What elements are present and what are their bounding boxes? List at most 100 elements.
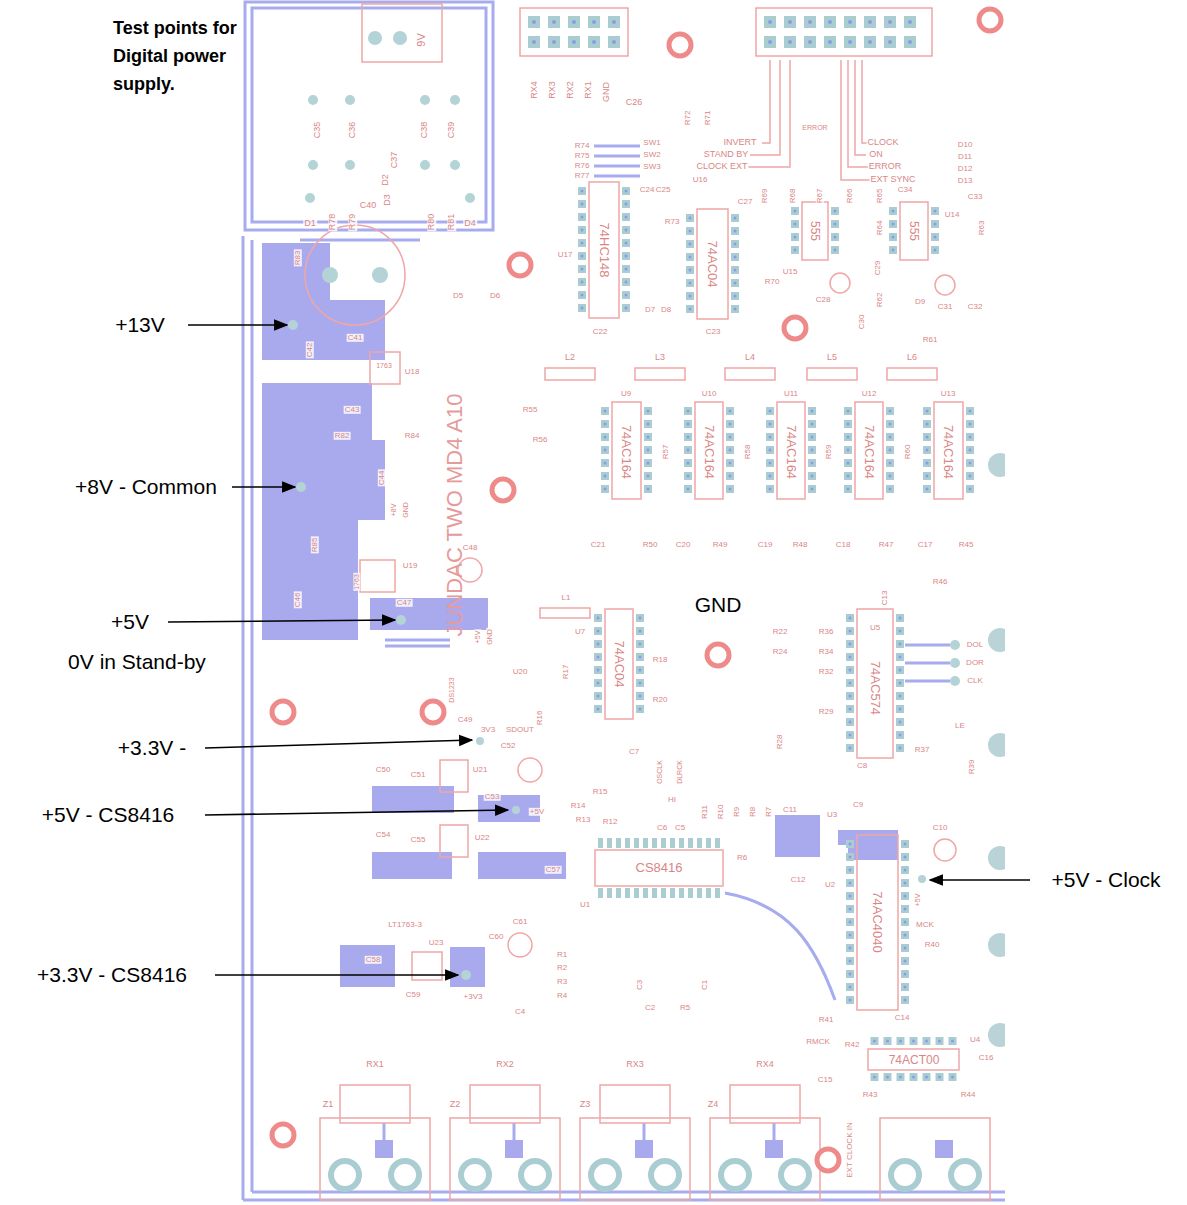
silkscreen-label: R47	[878, 541, 895, 549]
silkscreen-label: C10	[932, 824, 949, 832]
silkscreen	[830, 273, 850, 293]
ic-pads	[621, 185, 631, 315]
silkscreen-label: R64	[876, 220, 884, 237]
ic-pads	[845, 612, 855, 755]
silkscreen	[900, 202, 928, 260]
silkscreen-label: R7	[765, 806, 773, 818]
silkscreen-label: C17	[917, 541, 934, 549]
silkscreen-label: R84	[404, 432, 421, 440]
silkscreen-label: OSCLK	[656, 759, 663, 785]
silkscreen-label: D10	[957, 141, 974, 149]
silkscreen	[807, 368, 857, 380]
silkscreen	[520, 8, 628, 56]
leader-arrow	[168, 325, 1030, 975]
silkscreen	[362, 4, 442, 62]
silkscreen-label: R83	[294, 250, 302, 267]
jack-terminal	[591, 1161, 619, 1189]
ic-pads	[868, 1036, 959, 1046]
edge-hole	[988, 628, 1005, 652]
silkscreen-label: D8	[660, 306, 672, 314]
silkscreen-label: U11	[783, 390, 799, 398]
silkscreen-label: R66	[846, 188, 854, 205]
silkscreen-label: U22	[474, 834, 491, 842]
silkscreen-label: C4	[514, 1008, 526, 1016]
silkscreen-label: R41	[818, 1016, 835, 1024]
silkscreen	[320, 1118, 430, 1200]
silkscreen	[612, 402, 641, 499]
test-pad	[396, 615, 406, 625]
silkscreen-label: R12	[602, 818, 619, 826]
mounting-hole	[422, 701, 444, 723]
silkscreen-label: R77	[574, 172, 591, 180]
copper-trace	[725, 893, 835, 1000]
silkscreen-label: 3V3	[480, 726, 496, 734]
silkscreen-label: 74AC164	[862, 424, 876, 480]
mounting-hole	[272, 1124, 294, 1146]
test-pad	[918, 875, 926, 883]
silkscreen	[802, 202, 828, 260]
silkscreen-label: R18	[652, 656, 669, 664]
test-pad	[308, 160, 318, 170]
silkscreen-label: C55	[410, 836, 427, 844]
leader-arrow	[205, 810, 508, 815]
test-pad	[476, 737, 484, 745]
silkscreen-label: 74AC164	[941, 424, 955, 480]
silkscreen	[848, 60, 869, 167]
leader-arrow	[205, 740, 472, 748]
jack-terminal	[391, 1161, 419, 1189]
callout-label: GND	[693, 593, 744, 617]
jack-terminal	[891, 1161, 919, 1189]
board-name: JUNDAC TWO MD4 A10	[443, 394, 466, 637]
copper-pour	[935, 1140, 953, 1158]
silkscreen-label: 555	[809, 220, 822, 242]
silkscreen-label: C59	[405, 991, 422, 999]
silkscreen-label: L6	[906, 353, 918, 362]
silkscreen-label: C39	[447, 121, 456, 140]
ic-pads	[596, 838, 722, 848]
silkscreen-label: U5	[869, 624, 881, 632]
silkscreen-label: CLOCK EXT	[695, 162, 748, 171]
silkscreen-label: R60	[904, 444, 912, 461]
silkscreen-label: C8	[856, 762, 868, 770]
board-outline	[252, 1191, 1005, 1194]
silkscreen-label: C3	[636, 979, 644, 991]
silkscreen	[887, 368, 937, 380]
silkscreen-label: C50	[375, 766, 392, 774]
silkscreen	[762, 60, 770, 143]
silkscreen-label: +8V	[390, 503, 397, 518]
board-outline	[245, 2, 493, 230]
silkscreen-label: D5	[452, 292, 464, 300]
silkscreen-label: DOR	[965, 659, 985, 667]
silkscreen	[934, 402, 963, 499]
silkscreen-label: U1	[579, 901, 591, 909]
silkscreen-label: R58	[744, 444, 752, 461]
copper-pour	[765, 1140, 783, 1158]
silkscreen-label: R37	[914, 746, 931, 754]
silkscreen-label: C51	[410, 771, 427, 779]
ic-pads	[725, 405, 735, 496]
silkscreen	[935, 275, 955, 295]
ic-pads	[685, 212, 695, 316]
ic-pads	[868, 1072, 959, 1082]
silkscreen-label: C7	[628, 748, 640, 756]
silkscreen	[508, 933, 532, 957]
silkscreen-label: 74AC4040	[870, 890, 884, 953]
board	[243, 2, 1005, 1200]
ic-pads	[830, 205, 840, 257]
silkscreen	[880, 1118, 990, 1200]
jack-terminal	[721, 1161, 749, 1189]
mounting-hole	[669, 34, 691, 56]
silkscreen-label: D1	[303, 219, 317, 228]
silkscreen-label: R9	[733, 806, 741, 818]
silkscreen-label: R57	[662, 444, 670, 461]
silkscreen-label: GND	[602, 81, 611, 103]
silkscreen-label: 1763	[353, 573, 360, 591]
silkscreen-label: C44	[378, 470, 386, 487]
silkscreen-label: DS1233	[448, 676, 455, 703]
edge-hole	[988, 846, 1005, 870]
mounting-hole	[784, 317, 806, 339]
silkscreen-label: CLOCK	[866, 138, 899, 147]
copper-pour	[340, 945, 395, 987]
silkscreen-label: C60	[488, 933, 505, 941]
test-pad	[450, 95, 460, 105]
